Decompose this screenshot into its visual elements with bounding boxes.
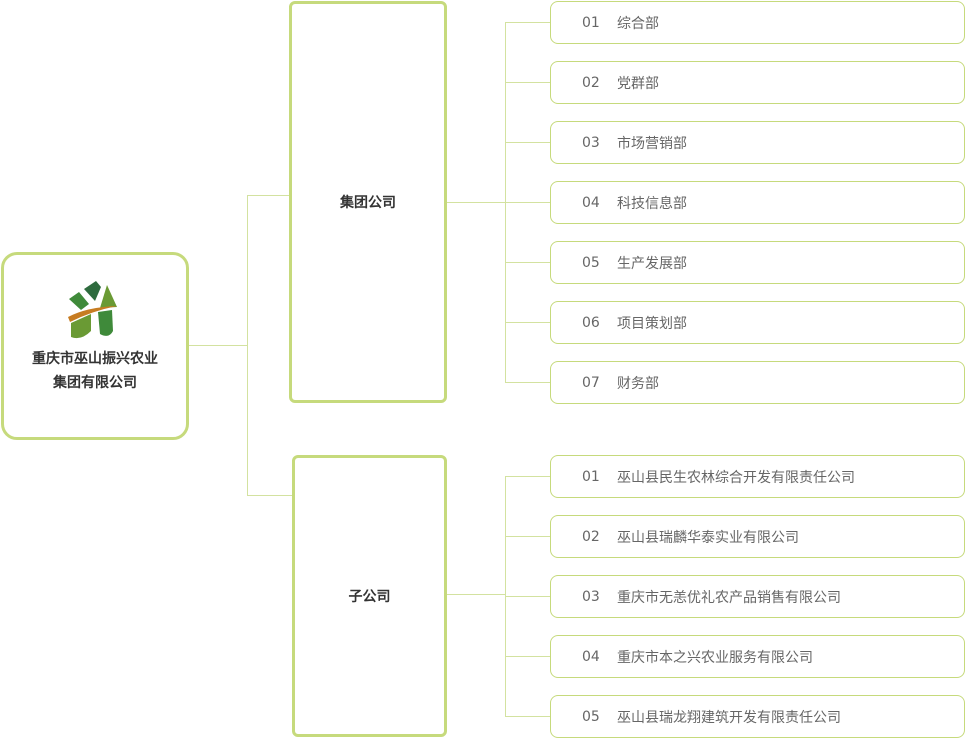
item-number: 03 (582, 134, 600, 151)
connector (247, 495, 292, 496)
group-company-node[interactable]: 集团公司 (289, 1, 447, 403)
item-number: 01 (582, 14, 600, 31)
department-item[interactable]: 06 项目策划部 (550, 301, 965, 344)
item-number: 05 (582, 254, 600, 271)
item-number: 07 (582, 374, 600, 391)
item-label: 党群部 (617, 75, 659, 92)
company-logo-icon (68, 281, 117, 339)
connector (505, 22, 550, 23)
department-item[interactable]: 03 市场营销部 (550, 121, 965, 164)
department-item[interactable]: 04 科技信息部 (550, 181, 965, 224)
item-number: 01 (582, 468, 600, 485)
connector (505, 322, 550, 323)
root-company-node[interactable]: 重庆市巫山振兴农业 集团有限公司 (1, 252, 189, 440)
item-label: 市场营销部 (617, 135, 687, 152)
connector (505, 142, 550, 143)
group-company-label: 集团公司 (340, 195, 396, 211)
item-label: 巫山县瑞龙翔建筑开发有限责任公司 (617, 709, 841, 726)
item-label: 科技信息部 (617, 195, 687, 212)
connector (188, 345, 247, 346)
connector (505, 656, 550, 657)
item-label: 巫山县瑞麟华泰实业有限公司 (617, 529, 799, 546)
subsidiary-item[interactable]: 01 巫山县民生农林综合开发有限责任公司 (550, 455, 965, 498)
department-item[interactable]: 02 党群部 (550, 61, 965, 104)
connector (505, 716, 550, 717)
item-number: 04 (582, 648, 600, 665)
item-label: 重庆市本之兴农业服务有限公司 (617, 649, 813, 666)
connector (505, 82, 550, 83)
item-number: 02 (582, 528, 600, 545)
connector (505, 476, 550, 477)
item-label: 巫山县民生农林综合开发有限责任公司 (617, 469, 855, 486)
subsidiary-item[interactable]: 04 重庆市本之兴农业服务有限公司 (550, 635, 965, 678)
connector (505, 596, 550, 597)
connector (446, 202, 505, 203)
item-number: 06 (582, 314, 600, 331)
item-label: 综合部 (617, 15, 659, 32)
item-label: 财务部 (617, 375, 659, 392)
connector (505, 382, 550, 383)
subsidiary-item[interactable]: 02 巫山县瑞麟华泰实业有限公司 (550, 515, 965, 558)
item-label: 项目策划部 (617, 315, 687, 332)
department-item[interactable]: 05 生产发展部 (550, 241, 965, 284)
connector (505, 536, 550, 537)
root-name-line1: 重庆市巫山振兴农业 (32, 351, 158, 367)
subsidiary-item[interactable]: 03 重庆市无恙优礼农产品销售有限公司 (550, 575, 965, 618)
item-number: 03 (582, 588, 600, 605)
connector (446, 594, 505, 595)
item-label: 重庆市无恙优礼农产品销售有限公司 (617, 589, 841, 606)
item-number: 02 (582, 74, 600, 91)
subsidiaries-node[interactable]: 子公司 (292, 455, 447, 737)
connector (247, 195, 289, 196)
root-name-line2: 集团有限公司 (53, 375, 137, 391)
item-number: 05 (582, 708, 600, 725)
connector (505, 202, 550, 203)
item-label: 生产发展部 (617, 255, 687, 272)
connector (247, 195, 248, 496)
subsidiary-item[interactable]: 05 巫山县瑞龙翔建筑开发有限责任公司 (550, 695, 965, 738)
department-item[interactable]: 01 综合部 (550, 1, 965, 44)
item-number: 04 (582, 194, 600, 211)
department-item[interactable]: 07 财务部 (550, 361, 965, 404)
subsidiaries-label: 子公司 (348, 589, 391, 605)
connector (505, 262, 550, 263)
